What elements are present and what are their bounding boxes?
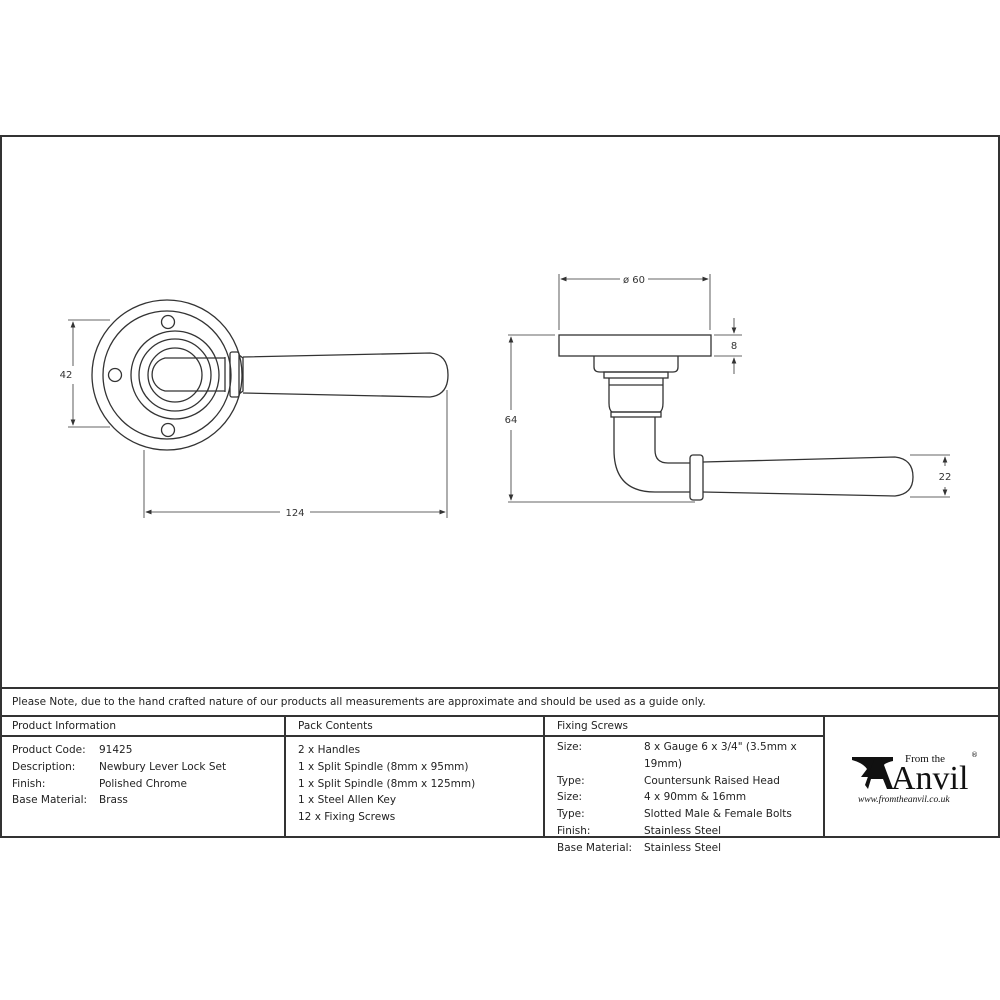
side-view: [508, 274, 950, 503]
dim-rose-thickness: 8: [731, 341, 737, 352]
product-information-header: Product Information: [0, 717, 284, 737]
screw-row: Size:4 x 90mm & 16mm: [557, 791, 747, 804]
svg-text:®: ®: [971, 751, 978, 759]
website-url: www.fromtheanvil.co.uk: [858, 794, 950, 805]
pack-contents-section: Pack Contents 2 x Handles 1 x Split Spin…: [286, 717, 545, 838]
fixing-screws-header: Fixing Screws: [545, 717, 823, 737]
pack-item: 1 x Split Spindle (8mm x 125mm): [298, 777, 476, 790]
screw-row: Base Material:Stainless Steel: [557, 841, 722, 854]
spec-table: Product Information Product Code:91425 D…: [0, 717, 1000, 854]
brand-wordmark: Anvil: [891, 760, 968, 797]
finish-row: Finish:Polished Chrome: [12, 777, 187, 790]
drawing-frame: [0, 135, 1000, 838]
pack-contents-header: Pack Contents: [286, 717, 543, 737]
dim-height: 42: [60, 370, 73, 381]
product-information-section: Product Information Product Code:91425 D…: [0, 717, 286, 838]
pack-item: 12 x Fixing Screws: [298, 811, 396, 824]
from-the-anvil-logo: From the Anvil ® www.fromtheanvil.co.uk: [825, 717, 1000, 838]
base-material-row: Base Material:Brass: [12, 794, 128, 807]
screw-row: Finish:Stainless Steel: [557, 824, 722, 837]
pack-item: 2 x Handles: [298, 744, 361, 756]
front-view: [68, 299, 449, 518]
pack-item: 1 x Steel Allen Key: [298, 794, 397, 807]
svg-text:From the: From the: [905, 753, 945, 765]
dim-projection: 64: [505, 415, 518, 426]
dim-lever-height: 22: [939, 472, 952, 483]
pack-item: 1 x Split Spindle (8mm x 95mm): [298, 760, 469, 773]
measurement-note: Please Note, due to the hand crafted nat…: [0, 687, 1000, 717]
description-row: Description:Newbury Lever Lock Set: [12, 760, 227, 773]
fixing-screws-section: Fixing Screws Size:8 x Gauge 6 x 3/4" (3…: [545, 717, 825, 854]
product-code-row: Product Code:91425: [12, 744, 133, 756]
screw-row: Type:Slotted Male & Female Bolts: [557, 808, 792, 821]
dim-rose-diameter: ø 60: [623, 275, 645, 286]
dim-length: 124: [285, 508, 304, 519]
screw-row: Type:Countersunk Raised Head: [557, 774, 780, 787]
screw-row: Size:8 x Gauge 6 x 3/4" (3.5mm x 19mm): [557, 741, 797, 770]
